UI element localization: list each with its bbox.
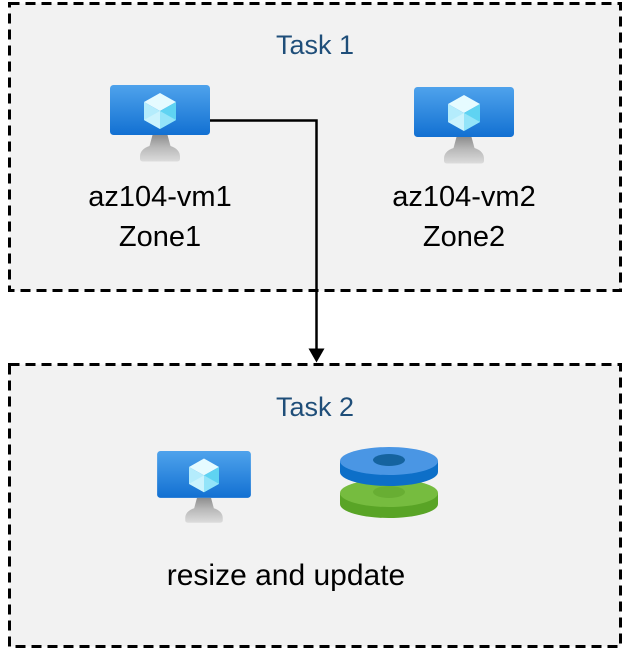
vm2-name: az104-vm2 (392, 181, 536, 213)
task2-title: Task 2 (275, 392, 355, 422)
virtual-machine-icon (110, 85, 210, 162)
vm2-label: az104-vm2 Zone2 (354, 177, 574, 257)
vm1-label: az104-vm1 Zone1 (50, 177, 270, 257)
task2-box (8, 363, 622, 648)
vm1-zone: Zone1 (118, 221, 202, 253)
vm1-name: az104-vm1 (88, 181, 232, 213)
task2-caption: resize and update (166, 559, 406, 592)
vm2-zone: Zone2 (422, 221, 506, 253)
virtual-machine-icon (157, 451, 251, 523)
connector-arrowhead (308, 348, 325, 363)
virtual-machine-icon (414, 87, 514, 164)
task1-title: Task 1 (275, 30, 355, 60)
managed-disks-icon (340, 447, 438, 518)
